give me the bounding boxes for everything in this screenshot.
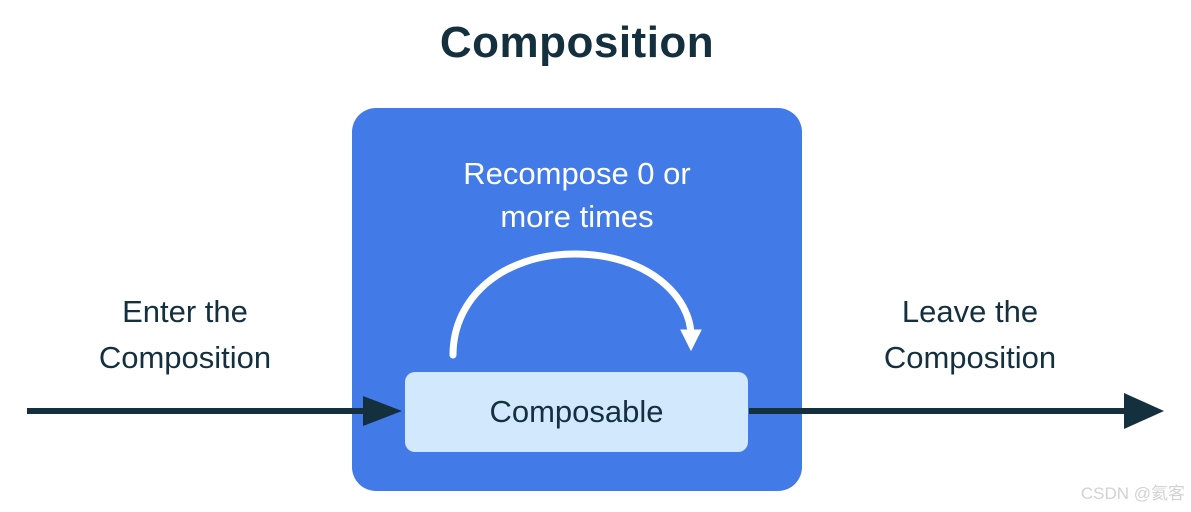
composable-box: Composable <box>405 372 748 452</box>
leave-label-line2: Composition <box>883 340 1057 375</box>
leave-composition-label: Leave the Composition <box>845 289 1095 381</box>
watermark: CSDN @氦客 <box>1080 484 1185 503</box>
recompose-label: Recompose 0 or more times <box>352 152 802 238</box>
leave-arrow <box>749 393 1164 429</box>
recompose-label-line2: more times <box>500 199 654 234</box>
recompose-arc-arrow <box>449 250 702 359</box>
recompose-label-line1: Recompose 0 or <box>463 156 691 191</box>
enter-label-line1: Enter the <box>122 294 248 329</box>
enter-arrow <box>27 396 402 426</box>
diagram-title: Composition <box>439 18 715 67</box>
enter-composition-label: Enter the Composition <box>60 289 310 381</box>
enter-label-line2: Composition <box>98 340 272 375</box>
leave-label-line1: Leave the <box>901 294 1039 329</box>
composable-label: Composable <box>489 394 664 429</box>
